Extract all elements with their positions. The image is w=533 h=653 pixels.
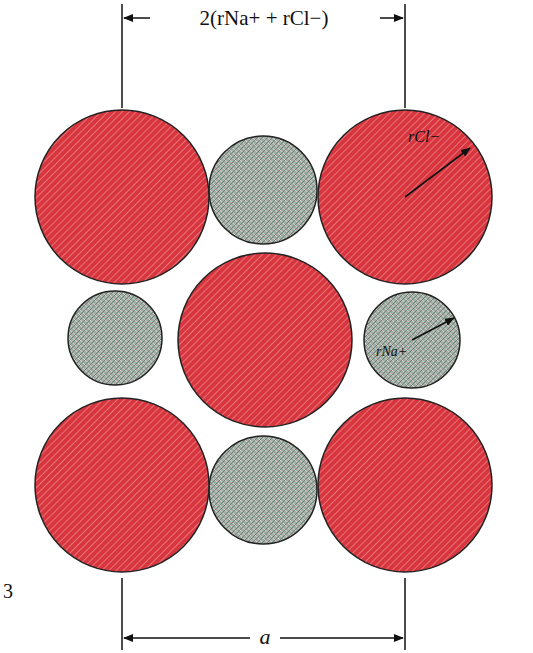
dimension-label: 2(rNa+ + rCl−): [196, 6, 333, 31]
chloride-ion-sphere: rCl−: [316, 108, 494, 286]
radius-label: rNa+: [376, 344, 407, 360]
lattice-constant-label: a: [256, 624, 275, 650]
ion-outline: [362, 290, 462, 390]
radius-label: rCl−: [408, 128, 440, 146]
page-number-fragment: 3: [3, 580, 13, 603]
ion-outline: [316, 108, 494, 286]
sodium-ion-sphere: rNa+: [362, 290, 462, 390]
